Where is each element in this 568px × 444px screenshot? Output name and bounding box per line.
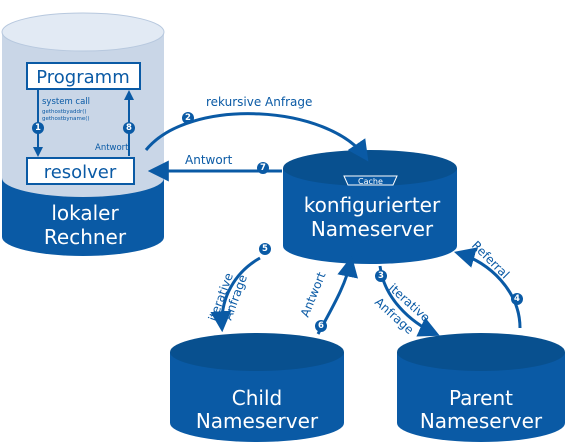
svg-text:4: 4 (514, 294, 520, 304)
child-nameserver-cylinder: Child Nameserver (170, 333, 344, 442)
program-label: Programm (36, 67, 129, 88)
step-5-badge: 5 (259, 243, 271, 255)
resolver-box: resolver (26, 157, 135, 185)
configured-label-line2: Nameserver (311, 217, 434, 241)
child-label-line2: Nameserver (196, 409, 319, 433)
iterative-query-child-arrow (210, 256, 261, 333)
inner-answer-label: Antwort (95, 143, 129, 153)
parent-label-line2: Nameserver (420, 409, 543, 433)
step-2-badge: 2 (182, 112, 194, 124)
svg-text:8: 8 (126, 123, 132, 133)
program-box: Programm (26, 62, 141, 90)
answer-6-label: Antwort (298, 270, 329, 319)
local-label-line1: lokaler (51, 201, 119, 225)
configured-label-line1: konfigurierter (304, 193, 441, 217)
step-3-badge: 3 (375, 270, 387, 282)
local-label-line2: Rechner (44, 225, 127, 249)
system-call-label: system call (42, 97, 90, 107)
svg-text:7: 7 (260, 163, 266, 173)
referral-arrow (453, 247, 522, 329)
configured-nameserver-cylinder: Cache konfigurierter Nameserver (283, 150, 457, 264)
cache-box: Cache (343, 175, 398, 186)
local-computer-cylinder: lokaler Rechner (1, 12, 165, 256)
svg-text:2: 2 (185, 113, 191, 123)
parent-nameserver-cylinder: Parent Nameserver (397, 333, 565, 442)
call-gethostbyaddr: gethostbyaddr() (42, 109, 87, 115)
child-label-line1: Child (232, 386, 282, 410)
step-1-badge: 1 (32, 122, 44, 134)
call-gethostbyname: gethostbyname() (42, 116, 90, 122)
resolver-label: resolver (44, 162, 117, 183)
step-8-badge: 8 (123, 122, 135, 134)
svg-text:5: 5 (262, 244, 268, 254)
recursive-query-arrow (144, 112, 369, 162)
svg-text:6: 6 (318, 321, 324, 331)
recursive-query-label: rekursive Anfrage (206, 95, 312, 109)
step-7-badge: 7 (257, 162, 269, 174)
parent-label-line1: Parent (449, 386, 513, 410)
svg-text:1: 1 (35, 123, 41, 133)
step-4-badge: 4 (511, 293, 523, 305)
step-6-badge: 6 (315, 320, 327, 332)
answer-7-label: Antwort (185, 153, 233, 167)
cache-label: Cache (358, 177, 383, 186)
svg-text:3: 3 (378, 271, 384, 281)
